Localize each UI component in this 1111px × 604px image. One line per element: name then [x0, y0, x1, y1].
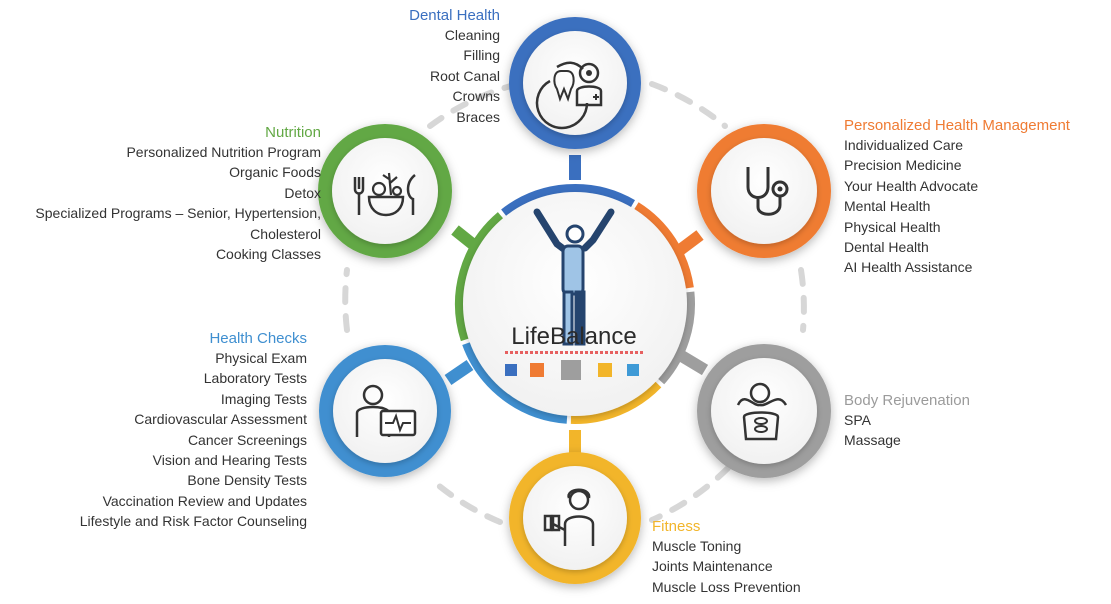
- health-checks-item: Cancer Screenings: [187, 431, 307, 448]
- dental-health-item: Cleaning: [444, 27, 500, 43]
- center-swatch: [627, 364, 639, 376]
- stethoscope-icon: [746, 167, 789, 216]
- personalized-health-item: Dental Health: [844, 239, 929, 256]
- personalized-health-item: AI Health Assistance: [844, 259, 973, 276]
- body-rejuvenation-item: Massage: [844, 432, 901, 449]
- node-health-checks: [319, 345, 451, 477]
- nutrition-item: Detox: [284, 184, 321, 201]
- ring-arc-nutrition: [455, 212, 506, 342]
- ring-arc-personalized: [632, 202, 694, 290]
- center-swatches: [505, 360, 639, 380]
- dental-health-item: Filling: [463, 47, 500, 64]
- nutrition-item: Personalized Nutrition Program: [126, 144, 321, 160]
- nutrition-item: Specialized Programs – Senior, Hypertens…: [35, 205, 321, 222]
- node-personalized: [697, 124, 831, 258]
- dental-health-title: Dental Health: [409, 7, 500, 24]
- nutrition-item: Cooking Classes: [215, 246, 321, 263]
- health-checks-item: Physical Exam: [215, 350, 307, 366]
- personalized-health-item: Mental Health: [844, 198, 931, 215]
- body-rejuvenation-group: Body Rejuvenation SPA Massage: [844, 391, 970, 451]
- dental-health-item: Root Canal: [429, 67, 500, 84]
- fitness-item: Muscle Toning: [652, 538, 742, 554]
- center-title-spellcheck-underline: [505, 351, 643, 354]
- nutrition-item: Cholesterol: [250, 225, 321, 242]
- fitness-item: Joints Maintenance: [652, 558, 773, 575]
- body-rejuvenation-item: SPA: [844, 412, 871, 428]
- personalized-health-item: Physical Health: [844, 218, 941, 235]
- node-fitness: [509, 452, 641, 584]
- dumbbell-woman-icon: [543, 488, 595, 546]
- personalized-health-item: Individualized Care: [844, 137, 964, 153]
- personalized-health-item: Precision Medicine: [844, 157, 962, 174]
- center-swatch: [598, 363, 612, 377]
- node-dental: [509, 17, 641, 149]
- health-checks-item: Lifestyle and Risk Factor Counseling: [79, 513, 307, 530]
- outer-nodes: [318, 17, 831, 584]
- center-swatch: [505, 364, 517, 376]
- node-nutrition: [318, 124, 452, 258]
- dental-health-item: Braces: [456, 108, 500, 125]
- node-disc: [711, 138, 817, 244]
- nutrition-group: Nutrition Personalized Nutrition Program…: [35, 123, 321, 264]
- dental-health-item: Crowns: [452, 88, 500, 105]
- health-checks-title: Health Checks: [209, 330, 307, 347]
- nutrition-item: Organic Foods: [229, 164, 321, 181]
- health-checks-item: Cardiovascular Assessment: [134, 411, 307, 428]
- body-rejuvenation-list: SPA Massage: [844, 410, 970, 451]
- center-title: LifeBalance: [511, 323, 637, 350]
- health-checks-item: Laboratory Tests: [203, 370, 307, 387]
- body-rejuvenation-title: Body Rejuvenation: [844, 392, 970, 409]
- health-checks-item: Imaging Tests: [220, 390, 307, 407]
- massage-icon: [736, 382, 788, 441]
- ring-arc-fitness: [570, 378, 662, 424]
- doctor-monitor-icon: [355, 384, 417, 437]
- fitness-title: Fitness: [652, 518, 701, 535]
- health-checks-item: Vaccination Review and Updates: [102, 492, 307, 509]
- center-swatch: [561, 360, 581, 380]
- personalized-health-title: Personalized Health Management: [844, 117, 1070, 134]
- ring-arc-body: [655, 291, 695, 385]
- personalized-health-item: Your Health Advocate: [844, 177, 979, 194]
- tooth-doctor-icon: [535, 61, 603, 130]
- center-swatch: [530, 363, 544, 377]
- health-checks-item: Vision and Hearing Tests: [152, 452, 307, 469]
- node-body: [697, 344, 831, 478]
- node-disc: [523, 31, 627, 135]
- salad-cutlery-icon: [353, 172, 416, 217]
- health-checks-item: Bone Density Tests: [187, 472, 307, 489]
- ring-arc-health-checks: [462, 340, 568, 424]
- ring-arc-dental: [501, 184, 635, 219]
- fitness-item: Muscle Loss Prevention: [652, 578, 801, 595]
- node-disc: [711, 358, 817, 464]
- nutrition-title: Nutrition: [265, 124, 321, 141]
- lifebalance-figure-icon: [533, 208, 615, 346]
- inner-ring: [455, 184, 695, 424]
- personalized-health-group: Personalized Health Management Individua…: [844, 116, 1070, 278]
